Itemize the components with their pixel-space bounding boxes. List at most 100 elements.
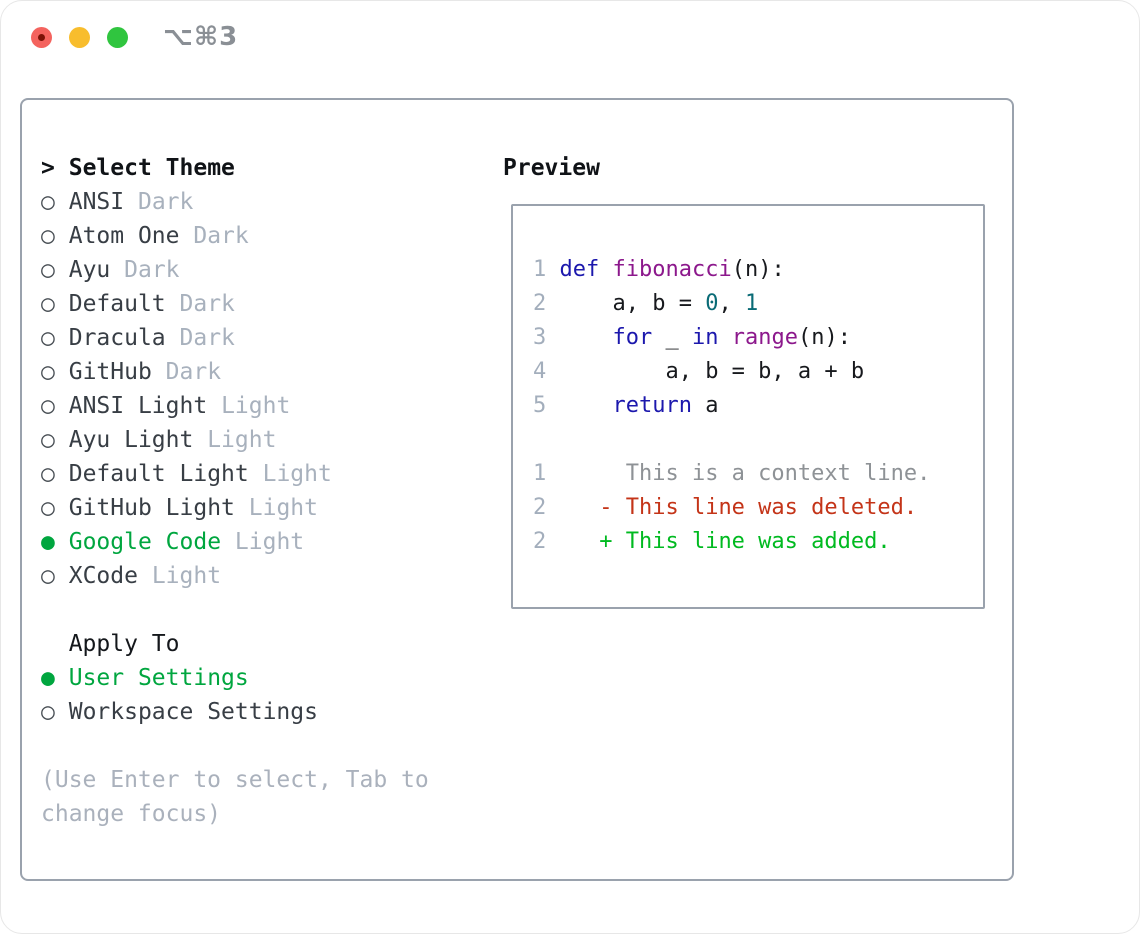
token-fn: range xyxy=(731,325,798,350)
theme-list: ○ ANSI Dark○ Atom One Dark○ Ayu Dark○ De… xyxy=(41,185,429,593)
apply-option-workspace-settings[interactable]: ○ Workspace Settings xyxy=(41,695,429,729)
token-kw: for xyxy=(612,325,653,350)
theme-variant-tag: Dark xyxy=(179,325,235,351)
token-plain xyxy=(546,393,612,418)
radio-icon: ○ xyxy=(41,223,55,249)
theme-option-label: Atom One xyxy=(68,223,180,249)
token-kw: def xyxy=(559,257,600,282)
token-plain: , xyxy=(718,291,745,316)
close-dot-icon xyxy=(38,33,45,41)
titlebar: ⌥⌘3 xyxy=(31,24,238,50)
close-button[interactable] xyxy=(31,26,52,48)
code-line: 2 + This line was added. xyxy=(533,525,983,559)
theme-option-ayu[interactable]: ○ Ayu Dark xyxy=(41,253,429,287)
code-line: 1 def fibonacci(n): xyxy=(533,253,983,287)
token-kw: return xyxy=(612,393,692,418)
radio-selected-icon: ● xyxy=(41,665,55,691)
spacer-row xyxy=(41,729,429,763)
token-num: 5 xyxy=(533,393,547,418)
token-num: 4 xyxy=(533,359,547,384)
token-num: 3 xyxy=(533,325,547,350)
radio-icon: ○ xyxy=(41,189,55,215)
theme-option-google-code[interactable]: ● Google Code Light xyxy=(41,525,429,559)
theme-option-github-light[interactable]: ○ GitHub Light Light xyxy=(41,491,429,525)
theme-option-label: Google Code xyxy=(68,529,222,555)
token-fn: fibonacci xyxy=(612,257,732,282)
zoom-button[interactable] xyxy=(107,26,128,48)
spacer-row xyxy=(41,593,429,627)
radio-icon: ○ xyxy=(41,495,55,521)
token-plain: a xyxy=(691,393,719,418)
theme-variant-tag: Light xyxy=(248,495,318,521)
theme-variant-tag: Light xyxy=(151,563,222,589)
theme-option-atom-one[interactable]: ○ Atom One Dark xyxy=(41,219,429,253)
token-plain xyxy=(546,257,559,282)
code-line: 5 return a xyxy=(533,389,983,423)
apply-to-list: ● User Settings○ Workspace Settings xyxy=(41,661,429,729)
token-ctx: This is a context line. xyxy=(546,461,931,486)
theme-option-label: GitHub Light xyxy=(68,495,235,521)
minimize-button[interactable] xyxy=(69,26,90,48)
apply-option-label: User Settings xyxy=(68,665,249,691)
theme-variant-tag: Light xyxy=(234,529,305,555)
token-num: 2 xyxy=(533,495,547,520)
token-plain: a, b = xyxy=(546,291,706,316)
theme-variant-tag: Light xyxy=(207,427,277,453)
theme-option-ansi[interactable]: ○ ANSI Dark xyxy=(41,185,429,219)
code-line: 1 This is a context line. xyxy=(533,457,983,491)
token-plain xyxy=(718,325,731,350)
token-lit: 1 xyxy=(744,291,759,316)
theme-option-label: Default Light xyxy=(68,461,249,487)
hint-line: change focus) xyxy=(41,801,222,827)
token-plain xyxy=(546,529,599,554)
theme-variant-tag: Dark xyxy=(193,223,249,249)
radio-icon: ○ xyxy=(41,563,55,589)
theme-option-label: GitHub xyxy=(68,359,152,385)
theme-variant-tag: Dark xyxy=(165,359,222,385)
apply-option-user-settings[interactable]: ● User Settings xyxy=(41,661,429,695)
token-plain xyxy=(599,257,612,282)
preview-title: Preview xyxy=(503,155,600,181)
theme-variant-tag: Dark xyxy=(137,189,194,215)
theme-option-github[interactable]: ○ GitHub Dark xyxy=(41,355,429,389)
token-plain xyxy=(546,495,599,520)
code-line: 4 a, b = b, a + b xyxy=(533,355,983,389)
radio-icon: ○ xyxy=(41,359,55,385)
theme-option-dracula[interactable]: ○ Dracula Dark xyxy=(41,321,429,355)
token-plain: (n): xyxy=(797,325,851,350)
theme-option-default-light[interactable]: ○ Default Light Light xyxy=(41,457,429,491)
theme-picker: > Select Theme ○ ANSI Dark○ Atom One Dar… xyxy=(41,151,429,831)
theme-option-default[interactable]: ○ Default Dark xyxy=(41,287,429,321)
token-lit: 0 xyxy=(705,291,719,316)
token-num: 2 xyxy=(533,291,547,316)
token-plain xyxy=(546,325,612,350)
selection-prompt-icon: > xyxy=(41,155,55,181)
theme-option-label: Ayu Light xyxy=(68,427,194,453)
theme-variant-tag: Light xyxy=(262,461,332,487)
apply-to-title: Apply To xyxy=(68,631,180,657)
radio-icon: ○ xyxy=(41,461,55,487)
radio-selected-icon: ● xyxy=(41,529,55,555)
theme-option-xcode[interactable]: ○ XCode Light xyxy=(41,559,429,593)
radio-icon: ○ xyxy=(41,427,55,453)
hint-text: (Use Enter to select, Tab to change focus… xyxy=(41,763,429,831)
token-num: 1 xyxy=(533,461,547,486)
theme-variant-tag: Dark xyxy=(124,257,180,283)
theme-option-label: Default xyxy=(68,291,166,317)
theme-option-ansi-light[interactable]: ○ ANSI Light Light xyxy=(41,389,429,423)
radio-icon: ○ xyxy=(41,325,55,351)
token-num: 2 xyxy=(533,529,547,554)
token-del: - This line was deleted. xyxy=(599,495,918,520)
token-plain: _ xyxy=(652,325,692,350)
radio-icon: ○ xyxy=(41,393,55,419)
token-num: 1 xyxy=(533,257,547,282)
hint-line: (Use Enter to select, Tab to xyxy=(41,767,429,793)
theme-picker-header: > Select Theme xyxy=(41,151,429,185)
theme-option-label: Ayu xyxy=(68,257,111,283)
theme-picker-title: Select Theme xyxy=(68,155,235,181)
theme-option-ayu-light[interactable]: ○ Ayu Light Light xyxy=(41,423,429,457)
token-kw: in xyxy=(691,325,719,350)
